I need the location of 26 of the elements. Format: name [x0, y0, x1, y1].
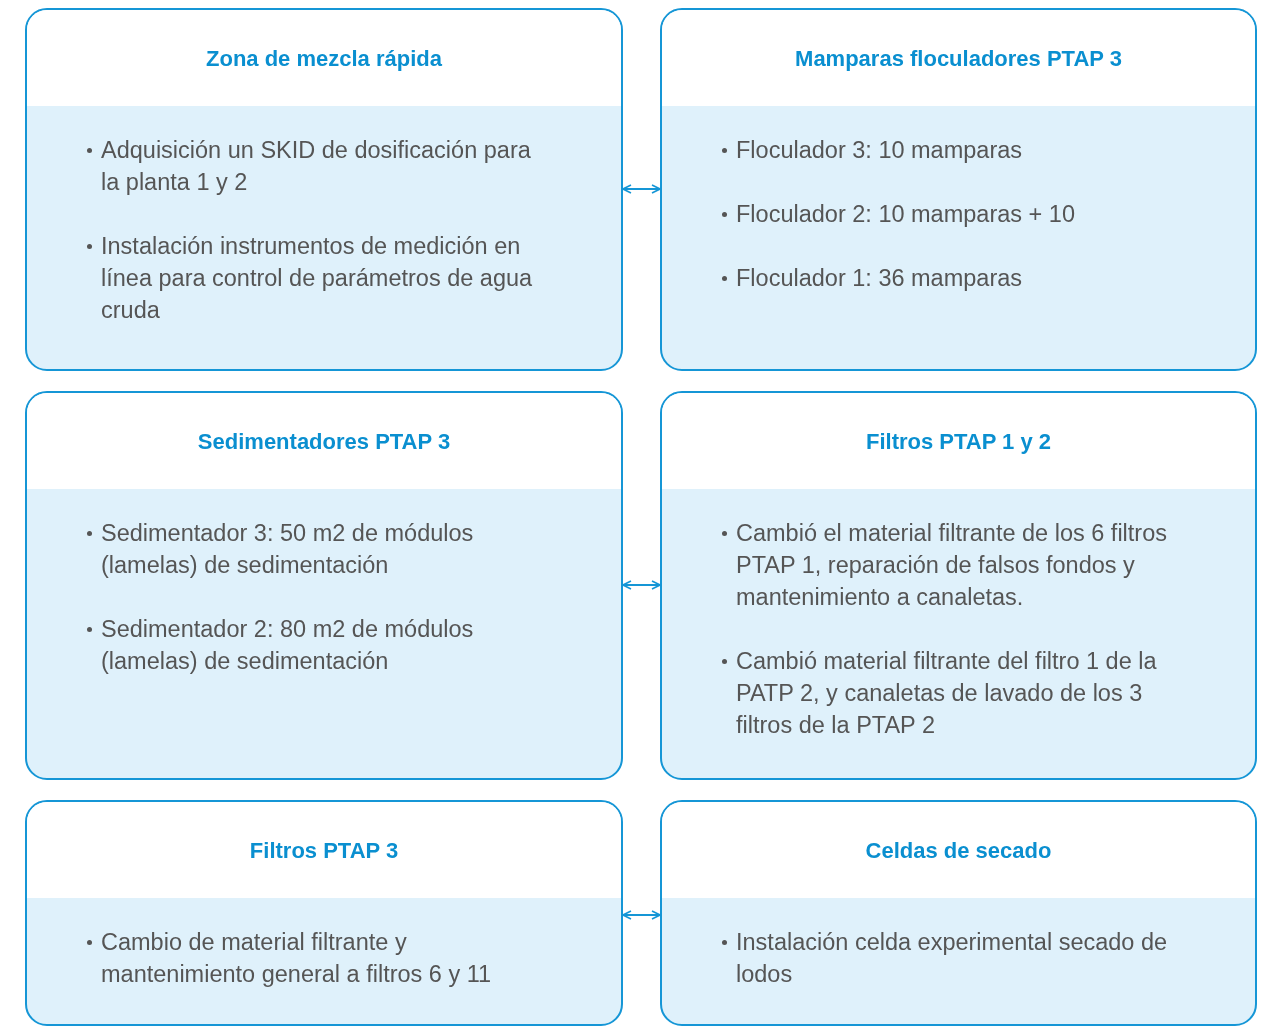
- bullet-item: Floculador 2: 10 mamparas + 10: [736, 200, 1076, 229]
- card-heading: Filtros PTAP 3: [249, 837, 399, 866]
- card-heading: Mamparas floculadores PTAP 3: [795, 45, 1122, 74]
- info-card: [25, 800, 623, 1026]
- bullet-item: Floculador 1: 36 mamparas: [736, 264, 1024, 293]
- bullet-item: Floculador 3: 10 mamparas: [736, 136, 1024, 165]
- info-card: [660, 8, 1257, 371]
- bullet-item: Instalación instrumentos de medición en línea para control de parámetros de agua cruda: [101, 232, 534, 325]
- bullet-item: Cambió material filtrante del filtro 1 de la PATP 2, y canaletas de lavado de los 3 filtros de la PTAP 2: [736, 647, 1158, 740]
- card-heading: Sedimentadores PTAP 3: [197, 428, 451, 457]
- info-card: [660, 800, 1257, 1026]
- double-arrow: [622, 910, 661, 920]
- info-card: [25, 391, 623, 780]
- card-heading: Zona de mezcla rápida: [206, 45, 442, 74]
- info-card: [660, 391, 1257, 780]
- bullet-item: Instalación celda experimental secado de lodos: [736, 928, 1169, 989]
- info-card: [25, 8, 623, 371]
- bullet-item: Sedimentador 3: 50 m2 de módulos (lamelas) de sedimentación: [101, 519, 475, 580]
- double-arrow: [622, 184, 661, 194]
- bullet-item: Cambio de material filtrante y mantenimiento general a filtros 6 y 11: [101, 928, 493, 989]
- bullet-item: Sedimentador 2: 80 m2 de módulos (lamelas) de sedimentación: [101, 615, 475, 676]
- bullet-item: Cambió el material filtrante de los 6 filtros PTAP 1, reparación de falsos fondos y mantenimiento a canaletas.: [736, 519, 1168, 612]
- double-arrow: [622, 580, 661, 590]
- bullet-item: Adquisición un SKID de dosificación para la planta 1 y 2: [101, 136, 532, 197]
- card-heading: Filtros PTAP 1 y 2: [866, 428, 1051, 457]
- card-heading: Celdas de secado: [865, 837, 1052, 866]
